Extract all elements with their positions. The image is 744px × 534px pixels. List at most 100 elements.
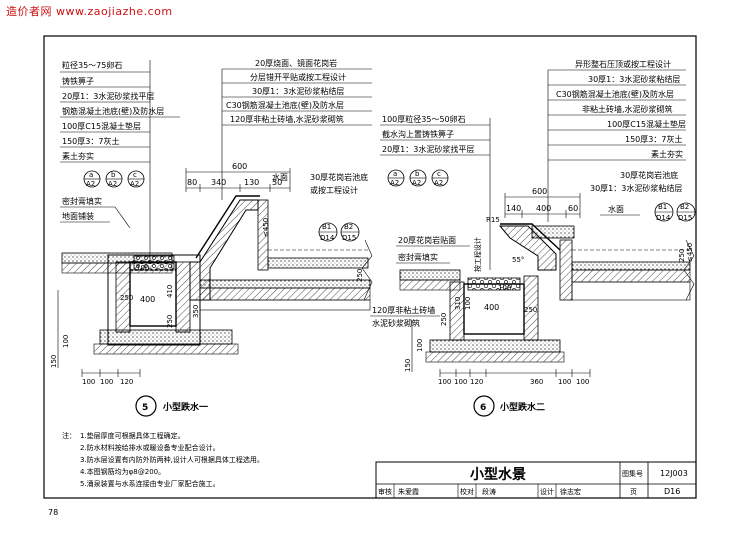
notes: 注： 1.垫层厚度可根据具体工程确定。 2.防水材料按给排水或暖设备专业配合设计… xyxy=(62,431,264,488)
svg-text:30厚花岗岩池底: 30厚花岗岩池底 xyxy=(620,170,678,180)
right-ref-symbols: a A2 b A2 c A2 xyxy=(387,169,449,187)
svg-text:注：: 注： xyxy=(62,431,76,440)
page-code: D16 xyxy=(664,487,680,496)
svg-text:校对: 校对 xyxy=(460,487,474,496)
right-b-refs: B1 D14 B2 D15 xyxy=(654,202,696,222)
svg-text:A2: A2 xyxy=(412,179,421,187)
left-dims-bottom: 100 100 120 xyxy=(81,369,141,386)
svg-text:3.防水层设置有内防外防两种,设计人可根据具体工程选用。: 3.防水层设置有内防外防两种,设计人可根据具体工程选用。 xyxy=(80,455,264,464)
detail-title: 小型跌水二 xyxy=(499,401,545,413)
callout-text: 铸铁箅子 xyxy=(62,76,94,86)
callout-text: 粒径35～75卵石 xyxy=(62,60,122,70)
svg-text:100: 100 xyxy=(82,378,95,386)
svg-text:130: 130 xyxy=(244,178,259,187)
svg-text:100: 100 xyxy=(454,378,467,386)
svg-text:A2: A2 xyxy=(390,179,399,187)
svg-text:400: 400 xyxy=(536,204,551,213)
svg-text:100厚C15混凝土垫层: 100厚C15混凝土垫层 xyxy=(607,119,686,129)
right-callout-left: 100厚粒径35～50卵石 截水沟上置铸铁箅子 20厚1：3水泥砂浆找平层 xyxy=(380,114,491,270)
svg-text:60: 60 xyxy=(568,204,578,213)
svg-text:异形整石压顶或按工程设计: 异形整石压顶或按工程设计 xyxy=(575,59,671,69)
detail-6: 异形整石压顶或按工程设计 30厚1：3水泥砂浆粘结层 C30钢筋混凝土池底(壁)… xyxy=(370,59,696,417)
svg-text:600: 600 xyxy=(232,162,247,171)
svg-text:250: 250 xyxy=(440,313,448,326)
svg-text:段涛: 段涛 xyxy=(482,487,496,496)
callout-text: 钢筋混凝土池底(壁)及防水层 xyxy=(62,106,164,116)
svg-text:b: b xyxy=(415,170,420,178)
svg-text:A2: A2 xyxy=(108,180,117,188)
svg-text:250: 250 xyxy=(356,269,364,282)
svg-text:A2: A2 xyxy=(130,180,139,188)
svg-text:55°: 55° xyxy=(512,256,524,264)
svg-text:100: 100 xyxy=(438,378,451,386)
svg-text:b: b xyxy=(111,171,116,179)
sheet-border xyxy=(43,35,697,499)
svg-text:B1: B1 xyxy=(322,223,331,231)
svg-text:水泥砂浆砌筑: 水泥砂浆砌筑 xyxy=(372,318,420,328)
svg-text:250: 250 xyxy=(678,249,686,262)
svg-text:水面: 水面 xyxy=(608,204,624,214)
svg-text:350: 350 xyxy=(192,305,200,318)
set-number: 12J003 xyxy=(660,469,688,478)
svg-text:a: a xyxy=(89,171,93,179)
svg-text:20厚花岗岩贴面: 20厚花岗岩贴面 xyxy=(398,235,456,245)
svg-text:朱爱霞: 朱爱霞 xyxy=(398,487,419,496)
svg-text:设计: 设计 xyxy=(540,487,554,496)
svg-text:R15: R15 xyxy=(486,216,500,224)
svg-text:600: 600 xyxy=(532,187,547,196)
svg-text:150: 150 xyxy=(404,359,412,372)
svg-text:80: 80 xyxy=(187,178,197,187)
svg-text:400: 400 xyxy=(484,303,499,312)
label-pool-base: 30厚花岗岩池底 xyxy=(310,172,368,182)
svg-text:120: 120 xyxy=(120,378,133,386)
svg-text:100: 100 xyxy=(464,297,472,310)
drawing-title: 小型水景 xyxy=(470,466,526,483)
svg-text:150: 150 xyxy=(50,355,58,368)
svg-text:B2: B2 xyxy=(344,223,353,231)
svg-text:≤450: ≤450 xyxy=(262,218,270,237)
left-ref-symbols: a A2 b A2 c A2 xyxy=(83,170,145,188)
svg-text:B1: B1 xyxy=(658,203,667,211)
svg-text:徐志宏: 徐志宏 xyxy=(560,487,581,496)
callout-text: 分层错开平贴或按工程设计 xyxy=(250,72,346,82)
svg-text:D14: D14 xyxy=(656,214,671,222)
svg-text:D14: D14 xyxy=(320,234,335,242)
callout-text: 30厚1：3水泥砂浆粘结层 xyxy=(252,86,344,96)
svg-text:c: c xyxy=(437,170,441,178)
site-watermark: 造价者网 www.zaojiazhe.com xyxy=(6,5,173,18)
title-block: 小型水景 图集号 12J003 审核 朱爱霞 校对 段涛 设计 徐志宏 页 D1… xyxy=(375,461,697,499)
svg-text:100: 100 xyxy=(62,335,70,348)
left-callout-left: 粒径35～75卵石 铸铁箅子 20厚1：3水泥砂浆找平层 钢筋混凝土池底(壁)及… xyxy=(60,60,180,262)
svg-text:100: 100 xyxy=(100,378,113,386)
svg-text:按工程设计: 按工程设计 xyxy=(473,237,482,272)
svg-text:100: 100 xyxy=(416,339,424,352)
svg-text:340: 340 xyxy=(211,178,226,187)
svg-text:30厚1：3水泥砂浆粘结层: 30厚1：3水泥砂浆粘结层 xyxy=(588,74,680,84)
svg-text:5.涌泉装置与水系连接由专业厂家配合施工。: 5.涌泉装置与水系连接由专业厂家配合施工。 xyxy=(80,479,220,488)
svg-text:密封膏填实: 密封膏填实 xyxy=(398,252,438,262)
svg-text:D15: D15 xyxy=(342,234,356,242)
svg-text:C30钢筋混凝土池底(壁)及防水层: C30钢筋混凝土池底(壁)及防水层 xyxy=(556,89,674,99)
svg-text:截水沟上置铸铁箅子: 截水沟上置铸铁箅子 xyxy=(382,129,454,139)
dim-inner: 400 xyxy=(140,295,155,304)
svg-text:页: 页 xyxy=(630,488,637,496)
svg-text:100: 100 xyxy=(498,284,511,292)
svg-text:1.垫层厚度可根据具体工程确定。: 1.垫层厚度可根据具体工程确定。 xyxy=(80,431,185,440)
svg-text:c: c xyxy=(133,171,137,179)
svg-text:250: 250 xyxy=(166,315,174,328)
callout-text: 100厚C15混凝土垫层 xyxy=(62,121,141,131)
svg-text:100: 100 xyxy=(576,378,589,386)
label-paving: 地面铺装 xyxy=(62,211,94,221)
svg-text:100: 100 xyxy=(558,378,571,386)
svg-text:≤450: ≤450 xyxy=(686,243,694,262)
svg-text:410: 410 xyxy=(166,285,174,298)
left-callout-right: 20厚烧面、镜面花岗岩 分层错开平贴或按工程设计 30厚1：3水泥砂浆粘结层 C… xyxy=(221,58,372,200)
svg-text:250: 250 xyxy=(120,294,133,302)
detail-title: 小型跌水一 xyxy=(162,401,208,413)
detail-number: 5 xyxy=(142,403,148,413)
svg-text:素土夯实: 素土夯实 xyxy=(651,149,683,159)
svg-text:A2: A2 xyxy=(434,179,443,187)
svg-text:360: 360 xyxy=(530,378,543,386)
svg-text:审核: 审核 xyxy=(378,487,392,496)
